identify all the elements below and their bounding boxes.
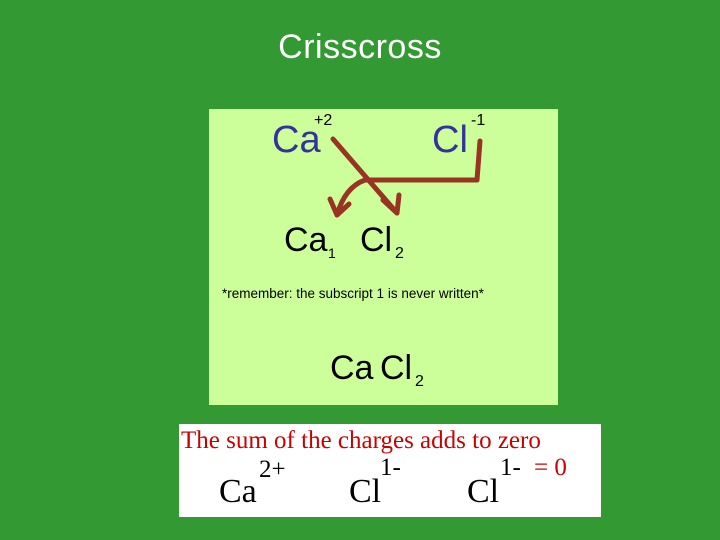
- crisscross-arrows: [327, 136, 483, 218]
- arrow-charge-to-cation-subscript: [334, 138, 483, 218]
- final-subscript: 2: [415, 373, 424, 390]
- charge-cl2-symbol: Cl: [467, 473, 500, 510]
- charge-sum-heading: The sum of the charges adds to zero: [181, 427, 541, 454]
- anion-symbol: Cl: [432, 119, 468, 161]
- result-anion-subscript: 2: [395, 245, 404, 262]
- sum-equals-zero: = 0: [534, 454, 567, 481]
- final-cation: Ca: [330, 349, 374, 387]
- charge-sum-box: The sum of the charges adds to zero Ca 2…: [179, 424, 601, 517]
- crisscross-diagram-panel: Ca +2 Cl -1 Ca 1 Cl 2 *remember: the sub…: [209, 109, 558, 405]
- charge-cl1-value: 1-: [380, 454, 401, 481]
- slide-title: Crisscross: [278, 28, 442, 66]
- charge-ca-symbol: Ca: [219, 473, 257, 510]
- cation-symbol: Ca: [272, 119, 321, 161]
- anion-charge: -1: [471, 112, 486, 129]
- result-cation-subscript: 1: [328, 245, 336, 261]
- result-anion: Cl: [360, 221, 393, 259]
- subscript-note: *remember: the subscript 1 is never writ…: [222, 286, 484, 301]
- arrowhead-cation-subscript: [327, 196, 352, 218]
- charge-ca-value: 2+: [259, 456, 286, 483]
- result-cation: Ca: [284, 221, 328, 259]
- charge-cl2-value: 1-: [500, 454, 521, 481]
- final-anion: Cl: [380, 349, 413, 387]
- arrowhead-anion-subscript: [380, 192, 402, 216]
- cation-charge: +2: [314, 112, 333, 129]
- charge-cl1-symbol: Cl: [349, 473, 382, 510]
